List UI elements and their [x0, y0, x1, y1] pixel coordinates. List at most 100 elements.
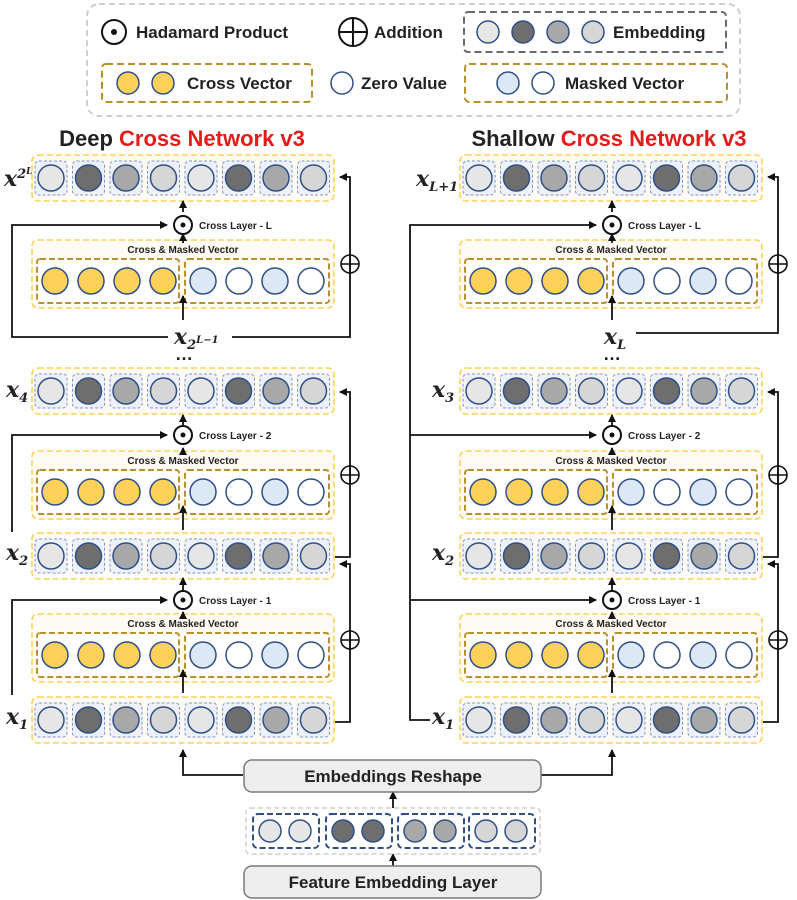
masked-cell: [261, 641, 289, 669]
cross-cell: [505, 478, 533, 506]
embedding-cell: [187, 377, 215, 405]
embedding-cell: [224, 706, 253, 734]
embedding-cell: [465, 164, 493, 192]
embedding-cell: [615, 377, 643, 405]
embedding-cell: [299, 542, 328, 570]
embedding-cell: [465, 542, 493, 570]
embedding-cell: [577, 542, 606, 570]
embedding-cell: [540, 164, 568, 192]
masked-cell: [297, 478, 325, 506]
embedding-cell: [502, 164, 531, 192]
feature-cell: [288, 819, 312, 843]
shallow-label-xL: xL: [603, 324, 626, 353]
cross-vector-group: [464, 632, 608, 678]
cross-cell: [41, 641, 69, 669]
legend-zero-value-label: Zero Value: [361, 74, 447, 93]
shallow-cross-layer-1-dot: [609, 597, 615, 603]
cross-cell: [41, 478, 69, 506]
embedding-cell: [112, 164, 140, 192]
cross-cell: [469, 267, 497, 295]
shallow-label-x3: x3: [431, 377, 454, 406]
embedding-cell: [577, 164, 606, 192]
masked-cell: [689, 641, 717, 669]
cross-vector-icons: [116, 71, 175, 95]
embedding-cell: [502, 377, 531, 405]
embedding-cell: [112, 706, 140, 734]
feature-embedding-layer-box: [243, 865, 542, 899]
shallow-label-x2: x2: [431, 540, 454, 569]
deep-embedding-row-4: [31, 696, 335, 744]
cross-vector-group: [464, 258, 608, 304]
masked-cell: [689, 267, 717, 295]
shallow-title-black: Shallow: [471, 126, 555, 151]
masked-vector-icons: [496, 71, 555, 95]
embedding-cell: [540, 706, 568, 734]
deep-connections: [11, 173, 351, 723]
embedding-cell: [74, 377, 103, 405]
feature-cell: [361, 819, 385, 843]
feature-cell: [258, 819, 282, 843]
cross-masked-label: Cross & Masked Vector: [127, 619, 238, 630]
embedding-cell: [727, 706, 756, 734]
legend-hadamard-label: Hadamard Product: [136, 23, 288, 42]
embedding-cell: [37, 542, 65, 570]
masked-cell: [189, 641, 217, 669]
embedding-cell: [727, 164, 756, 192]
shallow-title: Shallow Cross Network v3: [471, 126, 746, 151]
embedding-cell: [502, 542, 531, 570]
masked-cell: [725, 641, 753, 669]
masked-vector-group: [612, 469, 758, 515]
masked-cell: [725, 267, 753, 295]
cross-cell: [541, 478, 569, 506]
masked-cell: [689, 478, 717, 506]
embedding-cell: [577, 706, 606, 734]
embedding-cell: [224, 164, 253, 192]
embedding-cell: [149, 706, 178, 734]
embedding-cell: [690, 377, 718, 405]
masked-cell: [225, 478, 253, 506]
masked-cell: [225, 267, 253, 295]
addition-icon: [338, 17, 368, 47]
embedding-cell: [74, 542, 103, 570]
hadamard-icon: [101, 19, 127, 45]
embedding-cell: [112, 377, 140, 405]
masked-cell: [225, 641, 253, 669]
masked-cell: [617, 267, 645, 295]
masked-cell: [617, 478, 645, 506]
embeddings-reshape-label: Embeddings Reshape: [304, 767, 482, 786]
embedding-cell: [577, 377, 606, 405]
deep-cross-layer-L-dot: [180, 222, 186, 228]
legend-cross-frame: [101, 63, 313, 103]
zero-value-icon: [330, 71, 354, 95]
cross-cell: [149, 478, 177, 506]
deep-cross-layer-1-dot: [180, 597, 186, 603]
embedding-cell: [465, 706, 493, 734]
feature-cell: [403, 819, 427, 843]
shallow-label-xL+1: xL+1: [415, 166, 458, 195]
embedding-cell: [149, 542, 178, 570]
deep-label-x1: x1: [5, 704, 28, 733]
masked-vector-group: [184, 258, 330, 304]
legend-cross-vector-label: Cross Vector: [187, 74, 292, 93]
shallow-ellipsis: …: [603, 344, 621, 364]
masked-vector-group: [612, 632, 758, 678]
embedding-cell: [299, 164, 328, 192]
embedding-cell: [299, 706, 328, 734]
masked-cell: [653, 267, 681, 295]
masked-cell: [189, 267, 217, 295]
cross-cell: [149, 267, 177, 295]
embedding-cell: [187, 542, 215, 570]
cross-cell: [577, 478, 605, 506]
shallow-cross-layer-L-label: Cross Layer - L: [628, 221, 701, 232]
deep-title-red: Cross Network v3: [119, 126, 305, 151]
masked-cell: [189, 478, 217, 506]
masked-cell: [261, 267, 289, 295]
masked-vector-group: [184, 469, 330, 515]
embedding-cell: [262, 706, 290, 734]
legend-addition-label: Addition: [374, 23, 443, 42]
embedding-cell: [540, 377, 568, 405]
cross-cell: [149, 641, 177, 669]
embedding-cell: [652, 164, 681, 192]
cross-cell: [469, 641, 497, 669]
